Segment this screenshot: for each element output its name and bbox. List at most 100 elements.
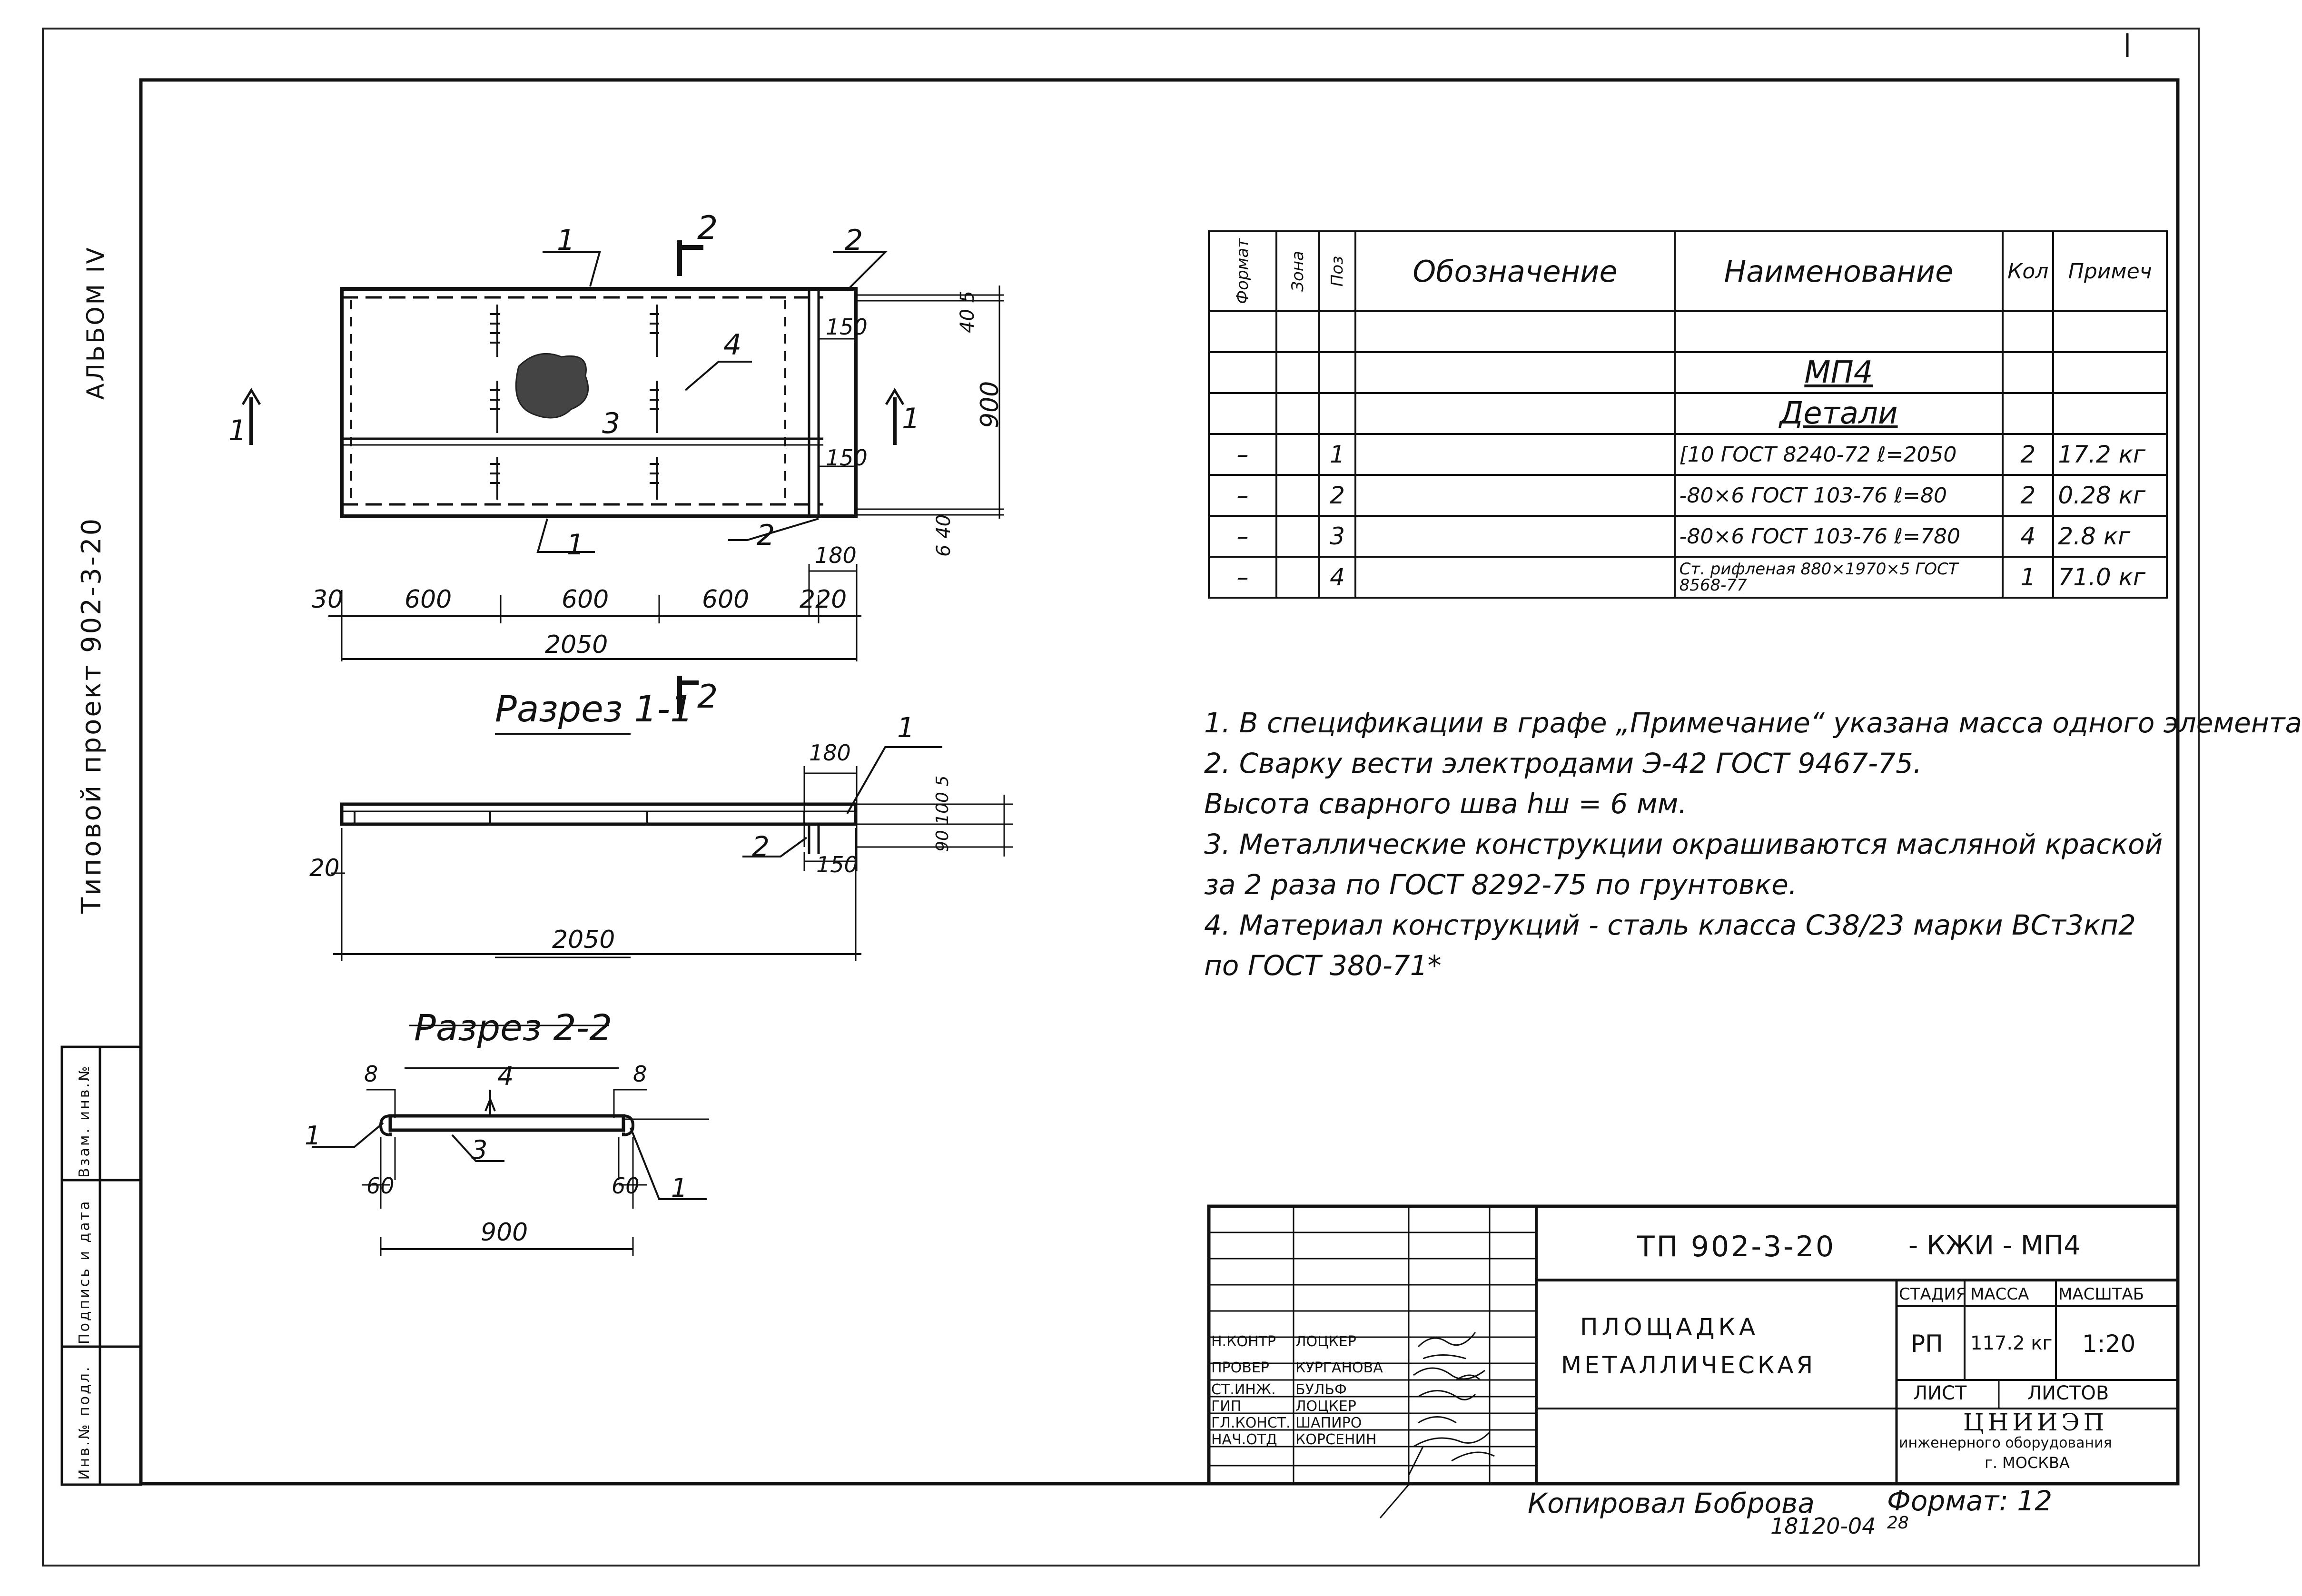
left-margin-stamp: [60, 1045, 142, 1486]
note-2b: Высота сварного шва hш = 6 мм.: [1204, 788, 1687, 820]
s22-dim-900: 900: [481, 1218, 528, 1247]
org-city: г. МОСКВА: [1985, 1454, 2070, 1472]
section-1-1-mark: 2: [697, 678, 718, 716]
spec-format: –: [1208, 515, 1277, 558]
album-label: АЛЬБОМ IV: [82, 246, 109, 400]
name-4: ЛОЦКЕР: [1295, 1398, 1356, 1415]
spec-pos: 4: [1318, 556, 1357, 599]
section-1-1: [331, 676, 1013, 961]
spec-format: –: [1208, 433, 1277, 476]
role-st-inzh: СТ.ИНЖ.: [1211, 1381, 1276, 1398]
s11-dim-150: 150: [816, 852, 858, 877]
s22-dim-60-right: 60: [612, 1173, 640, 1199]
plan-mark-3: 3: [602, 407, 621, 440]
s22-mark-1-right: 1: [671, 1173, 688, 1203]
mass-value: 117.2 кг: [1970, 1332, 2053, 1354]
dim-150-bottom: 150: [826, 445, 868, 471]
project-label: Типовой проект 902-3-20: [76, 516, 107, 914]
org-subtitle: инженерного оборудования: [1899, 1435, 2112, 1451]
note-3: 3. Металлические конструкции окрашиваютс…: [1204, 828, 2163, 860]
role-gip: ГИП: [1211, 1398, 1242, 1415]
dim-900: 900: [976, 381, 1004, 428]
spec-subgroup-title: Детали: [1673, 392, 2004, 435]
section-1-1-title: Разрез 1-1: [495, 688, 693, 730]
s22-mark-3: 3: [471, 1135, 488, 1165]
dim-2050: 2050: [545, 631, 608, 659]
sheets-label: ЛИСТОВ: [2027, 1382, 2109, 1404]
plan-mark-1-bottom: 1: [566, 528, 585, 562]
name-1: ЛОЦКЕР: [1295, 1333, 1356, 1350]
spec-pos: 3: [1318, 515, 1357, 558]
spec-group-row: МП4: [1208, 351, 2168, 394]
spec-header-format: Формат: [1208, 230, 1277, 312]
role-prover: ПРОВЕР: [1211, 1360, 1269, 1376]
spec-subgroup-row: Детали: [1208, 392, 2168, 435]
s11-mark-2: 2: [752, 830, 770, 863]
spec-empty-row: [1208, 310, 2168, 353]
dim-180: 180: [815, 542, 857, 568]
spec-qty: 2: [2002, 433, 2055, 476]
specification-table: Формат Зона Поз Обозначение Наименование…: [1208, 230, 2168, 599]
table-row: – 4 Ст. рифленая 880×1970×5 ГОСТ 8568-77…: [1208, 556, 2168, 599]
plan-mark-2-section: 2: [697, 209, 718, 247]
s22-mark-1-left: 1: [305, 1121, 321, 1151]
title-block-suffix: - КЖИ - МП4: [1908, 1230, 2081, 1261]
stamp-sign-label: Подпись и дата: [76, 1199, 93, 1345]
section-mark-1-left: 1: [228, 414, 247, 447]
spec-header-pos: Поз: [1318, 230, 1357, 312]
spec-note: 2.8 кг: [2052, 515, 2168, 558]
dim-600-a: 600: [405, 585, 452, 614]
s11-dim-2050: 2050: [552, 926, 615, 954]
spec-header-name: Наименование: [1673, 230, 2004, 312]
s22-dim-8-right: 8: [633, 1061, 647, 1087]
s11-dim-vertical: 90 100 5: [933, 775, 952, 852]
spec-group-title: МП4: [1673, 351, 2004, 394]
s11-mark-1: 1: [897, 711, 915, 744]
dim-30: 30: [312, 585, 344, 614]
spec-header-row: Формат Зона Поз Обозначение Наименование…: [1208, 230, 2168, 312]
note-1: 1. В спецификации в графе „Примечание“ у…: [1204, 707, 2302, 739]
spec-qty: 2: [2002, 474, 2055, 517]
spec-note: 71.0 кг: [2052, 556, 2168, 599]
name-5: ШАПИРО: [1295, 1415, 1362, 1431]
spec-header-zone: Зона: [1275, 230, 1320, 312]
spec-pos: 1: [1318, 433, 1357, 476]
spec-name: -80×6 ГОСТ 103-76 ℓ=80: [1673, 474, 2004, 517]
dim-600-b: 600: [562, 585, 609, 614]
spec-header-qty: Кол: [2002, 230, 2055, 312]
s22-mark-4: 4: [497, 1061, 514, 1091]
plan-mark-2-top: 2: [845, 224, 863, 257]
name-3: БУЛЬФ: [1295, 1381, 1347, 1398]
title-block-title-1: ПЛОЩАДКА: [1580, 1313, 1759, 1341]
table-row: – 1 [10 ГОСТ 8240-72 ℓ=2050 2 17.2 кг: [1208, 433, 2168, 476]
scale-value: 1:20: [2082, 1330, 2136, 1358]
dim-40-5: 40 5: [957, 290, 978, 333]
dim-150-top: 150: [826, 314, 868, 340]
section-2-2: [312, 1025, 709, 1256]
spec-qty: 1: [2002, 556, 2055, 599]
drawing-number-small: 28: [1887, 1513, 1909, 1533]
s11-dim-180: 180: [809, 740, 851, 766]
title-block-title-2: МЕТАЛЛИЧЕСКАЯ: [1561, 1351, 1816, 1379]
spec-format: –: [1208, 556, 1277, 599]
stamp-replace-label: Взам. инв.№: [76, 1064, 93, 1178]
copied-by: Копировал Боброва: [1528, 1487, 1815, 1519]
note-2: 2. Сварку вести электродами Э-42 ГОСТ 94…: [1204, 747, 1922, 779]
section-2-2-title: Разрез 2-2: [414, 1006, 613, 1049]
name-2: КУРГАНОВА: [1295, 1360, 1383, 1376]
table-row: – 2 -80×6 ГОСТ 103-76 ℓ=80 2 0.28 кг: [1208, 474, 2168, 517]
spec-name: [10 ГОСТ 8240-72 ℓ=2050: [1673, 433, 2004, 476]
note-4: 4. Материал конструкций - сталь класса С…: [1204, 909, 2136, 941]
dim-220: 220: [800, 585, 847, 614]
plan-mark-4: 4: [723, 328, 742, 362]
sheet-label: ЛИСТ: [1913, 1382, 1967, 1404]
scale-label: МАСШТАБ: [2058, 1285, 2144, 1304]
role-n-kontr: Н.КОНТР: [1211, 1333, 1276, 1350]
spec-name: -80×6 ГОСТ 103-76 ℓ=780: [1673, 515, 2004, 558]
name-6: КОРСЕНИН: [1295, 1431, 1377, 1448]
note-3b: за 2 раза по ГОСТ 8292-75 по грунтовке.: [1204, 868, 1798, 901]
s22-dim-8-left: 8: [364, 1061, 378, 1087]
s11-dim-20: 20: [309, 854, 340, 882]
spec-header-designation: Обозначение: [1354, 230, 1676, 312]
spec-qty: 4: [2002, 515, 2055, 558]
